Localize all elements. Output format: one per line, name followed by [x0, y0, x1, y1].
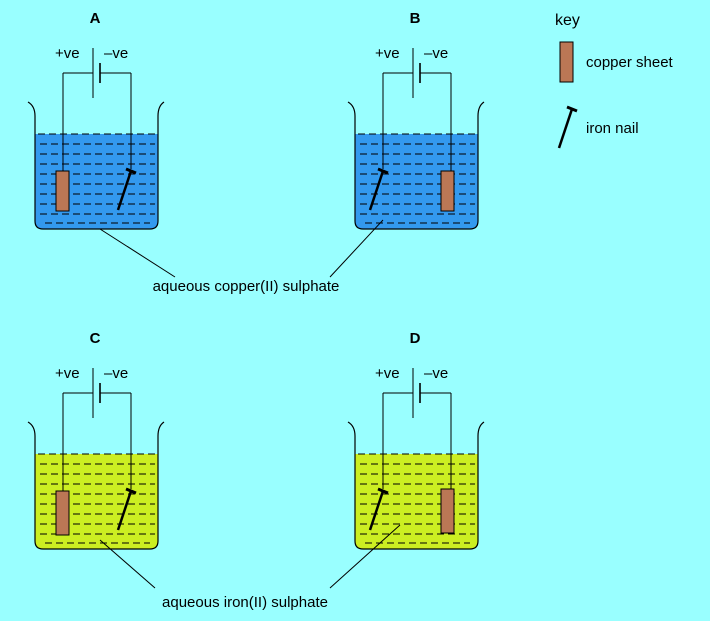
copper-sulphate-caption: aqueous copper(II) sulphate — [153, 278, 340, 295]
copper-sheet — [55, 170, 70, 212]
solution-dashes — [358, 133, 476, 224]
beaker — [347, 101, 485, 230]
key-title: key — [555, 12, 580, 29]
panel-c: C +ve –ve — [27, 330, 165, 550]
copper-caption-group: aqueous copper(II) sulphate — [99, 219, 384, 295]
copper-sheet-label: copper sheet — [586, 54, 674, 71]
beaker — [347, 421, 485, 550]
solution-dashes — [38, 453, 156, 544]
key: key copper sheet iron nail — [555, 12, 674, 149]
beaker-outline — [27, 101, 165, 230]
beaker-outline — [347, 101, 485, 230]
copper-sulphate-solution — [35, 134, 158, 229]
positive-terminal-label: +ve — [55, 45, 80, 62]
iron-nail — [368, 487, 389, 531]
negative-terminal-label: –ve — [104, 365, 128, 382]
positive-terminal-label: +ve — [375, 365, 400, 382]
negative-terminal-label: –ve — [424, 45, 448, 62]
iron-sulphate-caption: aqueous iron(II) sulphate — [162, 594, 328, 611]
iron-nail-label: iron nail — [586, 120, 639, 137]
panel-d: D +ve –ve — [347, 330, 485, 550]
panel-label: B — [410, 10, 421, 27]
copper-sheet — [440, 170, 455, 212]
battery — [63, 48, 131, 98]
copper-sulphate-solution — [355, 134, 478, 229]
panel-a: A +ve –ve — [27, 10, 165, 230]
copper-sheet — [55, 490, 70, 536]
solution-dashes — [38, 133, 156, 224]
beaker-outline — [27, 421, 165, 550]
panel-label: D — [410, 330, 421, 347]
iron-nail — [116, 167, 137, 211]
iron-nail — [116, 487, 137, 531]
battery — [383, 368, 451, 418]
positive-terminal-label: +ve — [375, 45, 400, 62]
iron-sulphate-solution — [355, 454, 478, 549]
battery — [383, 48, 451, 98]
copper-sheet — [440, 488, 455, 534]
beaker-outline — [347, 421, 485, 550]
beaker — [27, 101, 165, 230]
panel-b: B +ve –ve — [347, 10, 485, 230]
battery — [63, 368, 131, 418]
iron-sulphate-solution — [35, 454, 158, 549]
iron-nail — [368, 167, 389, 211]
copper-sheet-swatch — [559, 41, 574, 83]
negative-terminal-label: –ve — [104, 45, 128, 62]
positive-terminal-label: +ve — [55, 365, 80, 382]
beaker — [27, 421, 165, 550]
iron-caption-group: aqueous iron(II) sulphate — [99, 524, 401, 611]
solution-dashes — [358, 453, 476, 544]
panel-label: C — [90, 330, 101, 347]
iron-nail-symbol — [557, 105, 578, 149]
negative-terminal-label: –ve — [424, 365, 448, 382]
panel-label: A — [90, 10, 101, 27]
